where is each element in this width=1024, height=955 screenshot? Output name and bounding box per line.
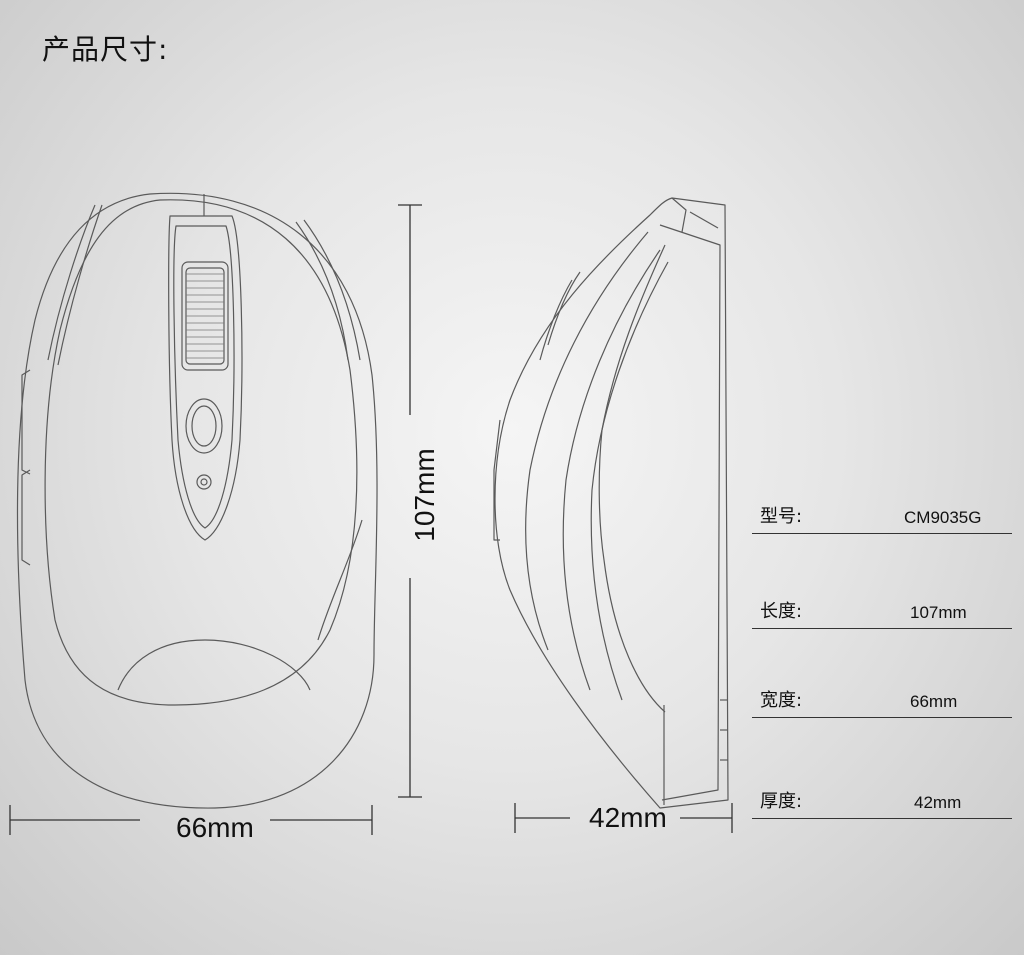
divider <box>752 628 1012 629</box>
spec-value: 107mm <box>910 603 967 622</box>
spec-label: 厚度: <box>760 791 803 812</box>
width-dimension-label: 66mm <box>176 812 254 843</box>
divider <box>752 818 1012 819</box>
divider <box>752 533 1012 534</box>
spec-row-model: 型号: CM9035G <box>752 494 1012 534</box>
spec-label: 型号: <box>760 506 803 527</box>
dimension-lines <box>9 204 733 835</box>
length-dimension-label: 107mm <box>409 448 440 542</box>
mouse-top-view <box>16 192 378 809</box>
spec-row-length: 长度: 107mm <box>752 589 1012 629</box>
spec-value: 66mm <box>910 692 958 711</box>
page-title: 产品尺寸: <box>42 33 169 66</box>
spec-value: CM9035G <box>904 508 982 527</box>
spec-row-thickness: 厚度: 42mm <box>752 779 1012 819</box>
divider <box>752 717 1012 718</box>
thickness-dimension-label: 42mm <box>589 802 667 833</box>
spec-row-width: 宽度: 66mm <box>752 678 1012 718</box>
spec-label: 宽度: <box>760 690 803 711</box>
spec-value: 42mm <box>914 793 962 812</box>
spec-label: 长度: <box>760 601 803 622</box>
mouse-side-view <box>493 197 729 809</box>
